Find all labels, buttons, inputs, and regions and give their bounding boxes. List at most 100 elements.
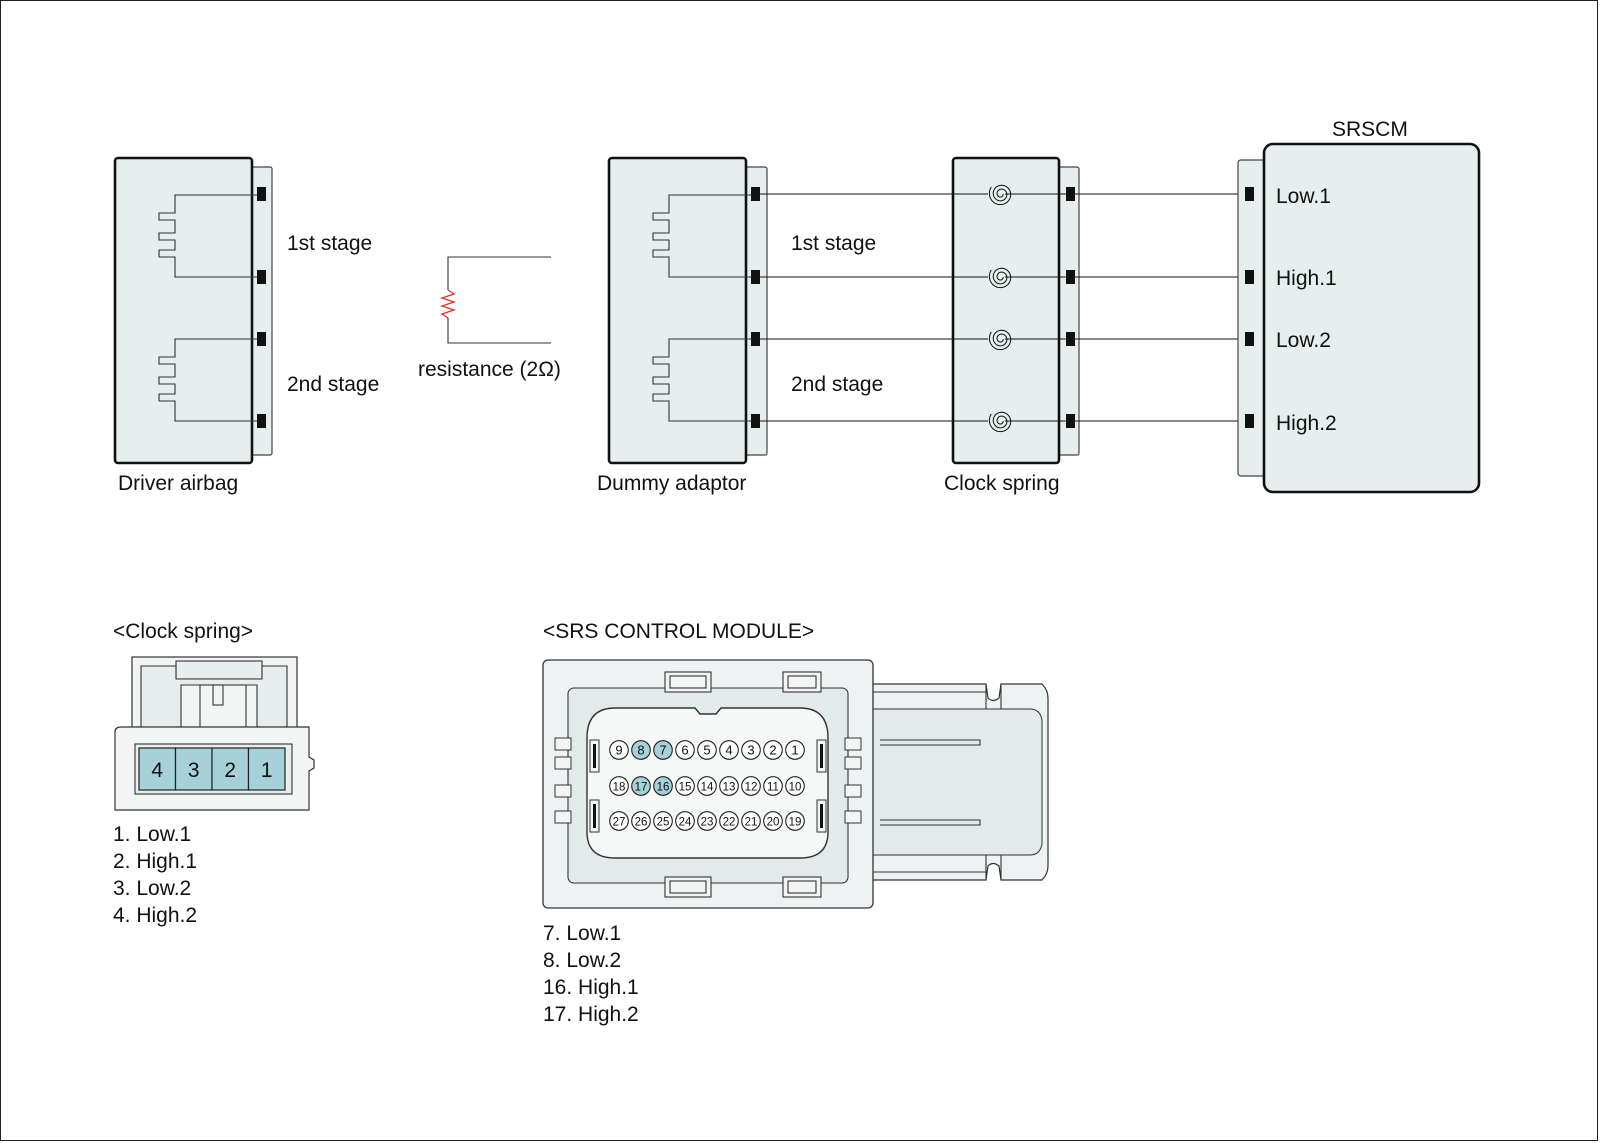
adaptor-pin xyxy=(751,332,760,346)
srs-legend-item: 8. Low.2 xyxy=(543,949,621,972)
srscm-pin xyxy=(1245,414,1254,428)
srs-pin xyxy=(741,811,761,831)
srs-pin xyxy=(785,811,805,831)
srs-pin-number: 17 xyxy=(635,781,648,793)
dummy-adaptor-label: Dummy adaptor xyxy=(597,472,746,495)
srs-pin xyxy=(741,776,761,796)
srscm: SRSCM Low.1 High.1 Low.2 High.2 xyxy=(1237,118,1481,494)
srs-pin xyxy=(785,776,805,796)
resistance-label: resistance (2Ω) xyxy=(418,358,561,381)
srs-legend-item: 7. Low.1 xyxy=(543,922,621,945)
srs-pin xyxy=(631,740,651,760)
srs-pin-number: 3 xyxy=(747,742,754,757)
clock-spring: Clock spring xyxy=(944,156,1080,495)
adaptor-stage-1-label: 1st stage xyxy=(791,232,876,255)
airbag-squib-2 xyxy=(158,338,262,422)
srs-pin xyxy=(631,776,651,796)
srs-pin xyxy=(609,776,629,796)
srs-pin-number: 6 xyxy=(681,742,688,757)
cs-legend-item: 3. Low.2 xyxy=(113,877,191,900)
driver-airbag-label: Driver airbag xyxy=(118,472,238,495)
adaptor-pin xyxy=(751,270,760,284)
srs-pin-number: 22 xyxy=(723,816,736,828)
srs-pin xyxy=(653,740,673,760)
srs-pin-number: 8 xyxy=(637,742,644,757)
srs-pin xyxy=(631,811,651,831)
dummy-adaptor: 1st stage 2nd stage Dummy adaptor xyxy=(597,156,883,495)
wiring-harness xyxy=(760,193,1250,422)
srscm-terminal-label: Low.2 xyxy=(1276,329,1331,352)
connector-lever xyxy=(871,683,1049,881)
srs-pin-number: 7 xyxy=(659,742,666,757)
srs-pin xyxy=(675,740,695,760)
cs-pin-number: 2 xyxy=(224,759,236,782)
srs-pin xyxy=(719,776,739,796)
cs-pin-cell xyxy=(174,747,213,791)
airbag-pin xyxy=(257,187,266,201)
srs-module-connector-title: <SRS CONTROL MODULE> xyxy=(543,620,814,643)
airbag-stage-1-label: 1st stage xyxy=(287,232,372,255)
cs-pin-number: 1 xyxy=(261,759,273,782)
srs-pin-number: 27 xyxy=(613,816,626,828)
cs-pin-number: 3 xyxy=(188,759,200,782)
resistor: resistance (2Ω) xyxy=(418,256,561,381)
driver-airbag: 1st stage 2nd stage Driver airbag xyxy=(113,156,379,495)
srs-pin xyxy=(609,740,629,760)
adaptor-pin xyxy=(751,187,760,201)
clock-spring-label: Clock spring xyxy=(944,472,1060,495)
srscm-pin xyxy=(1245,187,1254,201)
srs-pin xyxy=(609,811,629,831)
srscm-pin xyxy=(1245,270,1254,284)
srs-pin-number: 25 xyxy=(657,816,670,828)
srs-pin-number: 13 xyxy=(723,781,736,793)
airbag-pin xyxy=(257,270,266,284)
cs-pin-cell xyxy=(247,747,286,791)
airbag-pin xyxy=(257,332,266,346)
srs-pin-number: 16 xyxy=(657,781,670,793)
srscm-terminal-label: Low.1 xyxy=(1276,185,1331,208)
adaptor-stage-2-label: 2nd stage xyxy=(791,373,883,396)
cs-legend-item: 2. High.1 xyxy=(113,850,197,873)
srscm-terminal-label: High.2 xyxy=(1276,412,1337,435)
srs-pin xyxy=(763,811,783,831)
srscm-pin xyxy=(1245,332,1254,346)
airbag-pin xyxy=(257,414,266,428)
srs-pin xyxy=(719,811,739,831)
srs-pin-number: 11 xyxy=(767,781,779,793)
srs-pin xyxy=(697,811,717,831)
srs-pin-number: 15 xyxy=(679,781,692,793)
srs-pin-number: 5 xyxy=(703,742,710,757)
airbag-stage-2-label: 2nd stage xyxy=(287,373,379,396)
srs-pin-number: 2 xyxy=(769,742,776,757)
srs-pin-number: 14 xyxy=(701,781,714,793)
srs-pin-number: 1 xyxy=(791,742,798,757)
srs-legend-item: 16. High.1 xyxy=(543,976,639,999)
srs-pin xyxy=(741,740,761,760)
srs-module-connector: <SRS CONTROL MODULE> xyxy=(542,620,1049,1026)
srs-pin-number: 24 xyxy=(679,816,692,828)
airbag-squib-1 xyxy=(158,194,262,278)
srs-pin xyxy=(719,740,739,760)
cs-pin-cell xyxy=(211,747,250,791)
srs-pin xyxy=(785,740,805,760)
srs-pin xyxy=(653,776,673,796)
clock-spring-connector-title: <Clock spring> xyxy=(113,620,253,643)
srs-pin-number: 10 xyxy=(789,781,802,793)
adaptor-pin xyxy=(751,414,760,428)
srs-pin-number: 19 xyxy=(789,816,802,828)
srs-pin-number: 18 xyxy=(613,781,626,793)
srscm-terminal-label: High.1 xyxy=(1276,267,1337,290)
srs-pin-number: 20 xyxy=(767,816,780,828)
srs-pin-number: 23 xyxy=(701,816,714,828)
srs-legend-item: 17. High.2 xyxy=(543,1003,639,1026)
cs-legend-item: 4. High.2 xyxy=(113,904,197,927)
srs-pin-number: 12 xyxy=(745,781,758,793)
clock-spring-coil-icon xyxy=(988,411,1012,433)
clock-spring-coil-icon xyxy=(988,267,1012,289)
srs-pin xyxy=(763,776,783,796)
srs-pin-number: 4 xyxy=(725,742,732,757)
cs-legend-item: 1. Low.1 xyxy=(113,823,191,846)
